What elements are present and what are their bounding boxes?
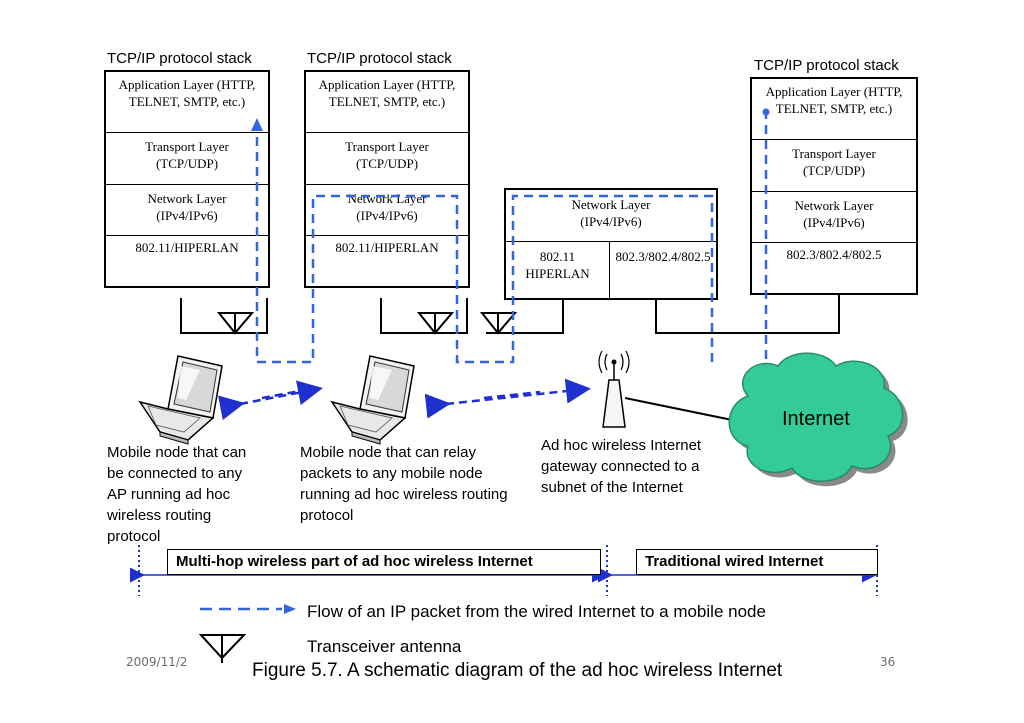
- transport-layer: Transport Layer (TCP/UDP): [106, 133, 268, 185]
- slide-page-number: 36: [880, 655, 896, 669]
- laptop-icon: [330, 355, 415, 445]
- internet-label: Internet: [782, 408, 850, 430]
- arrow-icon: [284, 604, 296, 614]
- wireless-link-layer: 802.11 HIPERLAN: [506, 242, 610, 298]
- flow-start-dot: [762, 108, 770, 116]
- legend-flow-label: Flow of an IP packet from the wired Inte…: [307, 602, 766, 621]
- antenna-icon: [216, 312, 255, 335]
- gateway-to-internet-link: [624, 397, 743, 423]
- gateway-caption: Ad hoc wireless Internet gateway connect…: [541, 437, 702, 496]
- laptop-icon: [138, 355, 223, 445]
- right-stack-title: TCP/IP protocol stack: [754, 57, 899, 74]
- network-layer: Network Layer (IPv4/IPv6): [106, 185, 268, 236]
- node1-caption: Mobile node that can be connected to any…: [107, 444, 247, 545]
- antenna-icon: [198, 634, 247, 663]
- network-layer: Network Layer (IPv4/IPv6): [752, 192, 916, 243]
- legend-antenna-label: Transceiver antenna: [307, 637, 462, 656]
- wireless-link-2: [424, 378, 591, 419]
- gateway-protocol-stack: Network Layer (IPv4/IPv6) 802.11 HIPERLA…: [504, 188, 718, 300]
- left-stack-wiring: [180, 298, 268, 334]
- link-layer: 802.3/802.4/802.5: [786, 247, 882, 262]
- cloud-icon: [728, 352, 908, 487]
- transport-layer: Transport Layer (TCP/UDP): [306, 133, 468, 185]
- left-protocol-stack: Application Layer (HTTP, TELNET, SMTP, e…: [104, 70, 270, 288]
- node2-caption: Mobile node that can relay packets to an…: [300, 444, 508, 524]
- transport-layer: Transport Layer (TCP/UDP): [752, 140, 916, 192]
- middle-protocol-stack: Application Layer (HTTP, TELNET, SMTP, e…: [304, 70, 470, 288]
- right-protocol-stack: Application Layer (HTTP, TELNET, SMTP, e…: [750, 77, 918, 295]
- left-stack-title: TCP/IP protocol stack: [107, 50, 252, 67]
- middle-stack-wiring: [380, 298, 468, 334]
- gateway-wired-wiring: [655, 295, 840, 334]
- middle-stack-title: TCP/IP protocol stack: [307, 50, 452, 67]
- wireless-link-1: [217, 380, 323, 421]
- flow-arrow-head: [251, 118, 263, 131]
- link-layer: 802.11/HIPERLAN: [335, 240, 439, 255]
- wired-link-layer: 802.3/802.4/802.5: [615, 249, 711, 264]
- application-layer: Application Layer (HTTP, TELNET, SMTP, e…: [106, 72, 268, 133]
- application-layer: Application Layer (HTTP, TELNET, SMTP, e…: [752, 79, 916, 140]
- wired-band-label: Traditional wired Internet: [636, 549, 878, 575]
- figure-title: Figure 5.7. A schematic diagram of the a…: [252, 660, 783, 681]
- slide-date: 2009/11/2: [126, 655, 188, 669]
- flow-path-main: [255, 124, 714, 364]
- wireless-band-label: Multi-hop wireless part of ad hoc wirele…: [167, 549, 601, 575]
- antenna-icon: [479, 312, 518, 335]
- antenna-icon: [416, 312, 455, 335]
- gateway-antenna-icon: [598, 350, 630, 428]
- application-layer: Application Layer (HTTP, TELNET, SMTP, e…: [306, 72, 468, 133]
- gateway-wireless-wiring: [486, 300, 564, 334]
- network-layer: Network Layer (IPv4/IPv6): [506, 190, 716, 242]
- link-layer: 802.11/HIPERLAN: [135, 240, 239, 255]
